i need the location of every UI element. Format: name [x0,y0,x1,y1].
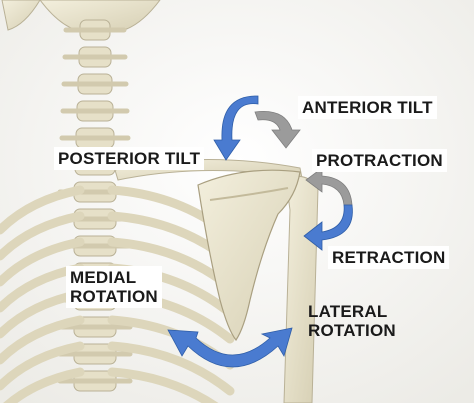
rib-left [0,185,85,235]
rotation-arrow [167,327,293,368]
rib-left [0,315,85,365]
scapula-spine [209,187,289,201]
label-retraction: RETRACTION [328,246,450,269]
label-lateral-rotation-line2: ROTATION [308,321,396,340]
rib-left [3,367,85,403]
posterior-tilt-arrow [213,95,259,161]
label-lateral-rotation: LATERAL ROTATION [304,300,400,342]
label-lateral-rotation-line1: LATERAL [308,302,388,321]
rib-left [0,237,85,287]
label-medial-rotation: MEDIAL ROTATION [66,266,162,308]
label-medial-rotation-line2: ROTATION [70,287,158,306]
rib-right [107,341,235,396]
anterior-tilt-arrow [254,111,301,149]
protraction-arrow [305,167,353,206]
retraction-arrow [303,204,353,251]
label-posterior-tilt: POSTERIOR TILT [54,147,205,170]
label-medial-rotation-line1: MEDIAL [70,268,137,287]
scapula [197,169,301,342]
label-protraction: PROTRACTION [312,149,447,172]
rib-right [107,367,219,403]
rib-left [0,211,85,261]
rib-left [0,341,85,391]
label-anterior-tilt: ANTERIOR TILT [298,96,437,119]
